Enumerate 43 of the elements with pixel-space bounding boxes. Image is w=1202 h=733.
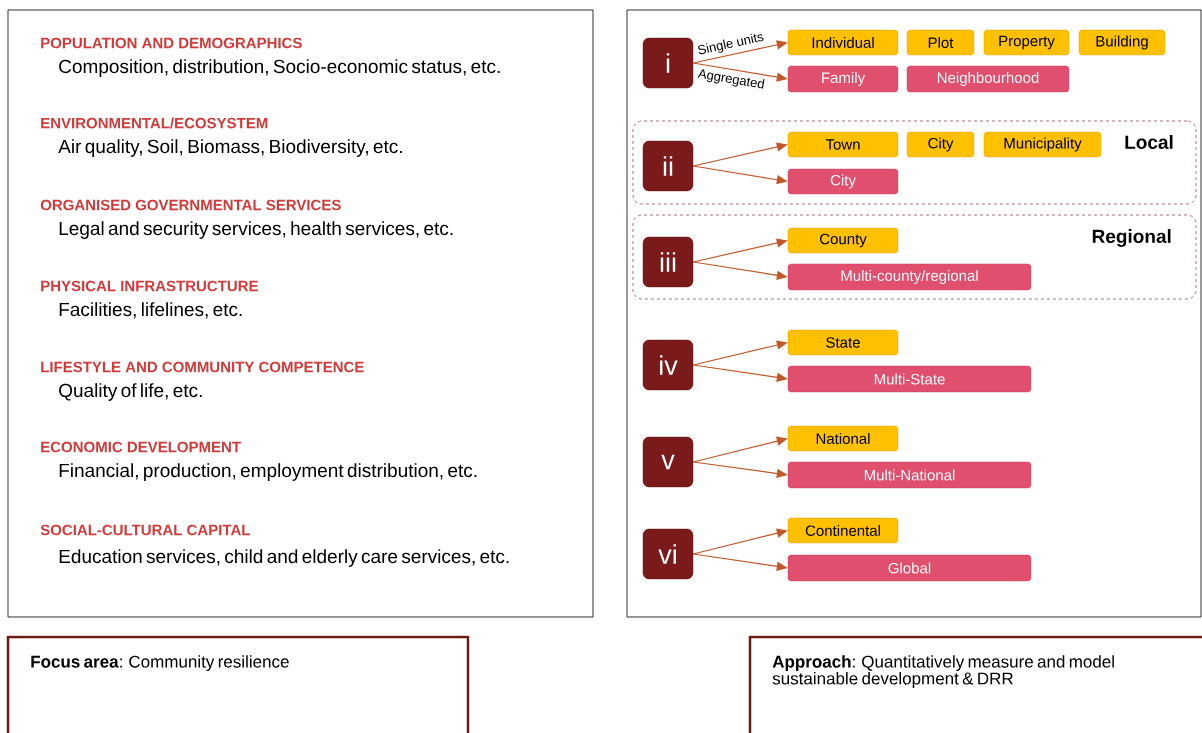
- label-box: Municipality: [983, 131, 1102, 158]
- label-box: Neighbourhood: [906, 65, 1070, 93]
- category-description: Legal and security services, health services, etc.: [59, 221, 453, 239]
- label-box: County: [787, 227, 899, 254]
- category-heading: LIFESTYLE AND COMMUNITY COMPETENCE: [41, 361, 364, 373]
- label-box: Property: [983, 29, 1070, 56]
- label-box: Continental: [787, 517, 899, 544]
- label-box: Individual: [787, 29, 899, 56]
- label-box: Multi-National: [787, 461, 1032, 489]
- category-heading: ORGANISED GOVERNMENTAL SERVICES: [40, 199, 341, 211]
- category-description: Quality of life, etc.: [59, 383, 202, 401]
- edge-label: Aggregated: [695, 67, 767, 93]
- label-box: Multi-State: [787, 365, 1032, 393]
- category-heading: ECONOMIC DEVELOPMENT: [41, 441, 241, 453]
- label-box: State: [787, 329, 899, 356]
- label-box: Global: [787, 554, 1032, 582]
- numeral-box: iv: [642, 339, 694, 391]
- text-box: Focus area: Community resilience: [6, 635, 470, 733]
- label-box: Town: [787, 131, 899, 158]
- edge-label: Single units: [695, 30, 767, 59]
- numeral-box: v: [642, 436, 694, 488]
- numeral-box: iii: [642, 236, 694, 288]
- numeral-box: vi: [642, 528, 694, 580]
- category-heading: POPULATION AND DEMOGRAPHICS: [41, 37, 302, 49]
- category-heading: SOCIAL-CULTURAL CAPITAL: [40, 524, 250, 536]
- category-description: Financial, production, employment distribution, etc.: [59, 463, 477, 481]
- category-heading: PHYSICAL INFRASTRUCTURE: [41, 280, 258, 292]
- label-box: Family: [787, 65, 899, 93]
- text-box: Approach: Quantitatively measure and model sustainable development & DRR: [748, 635, 1202, 733]
- category-heading: ENVIRONMENTAL/ECOSYSTEM: [41, 117, 268, 129]
- label-box: City: [787, 168, 899, 195]
- category-description: Composition, distribution, Socio-economic status, etc.: [59, 59, 500, 77]
- label-box: Multi-county/regional: [787, 263, 1032, 291]
- numeral-box: i: [642, 37, 694, 89]
- label-box: National: [787, 425, 899, 452]
- label-box: Building: [1078, 29, 1166, 56]
- panel-box: [626, 9, 1202, 618]
- category-description: Facilities, lifelines, etc.: [59, 302, 242, 319]
- label-box: Plot: [906, 29, 975, 56]
- category-description: Education services, child and elderly care services, etc.: [59, 549, 509, 567]
- category-description: Air quality, Soil, Biomass, Biodiversity, etc.: [58, 139, 402, 157]
- label-box: City: [906, 131, 975, 158]
- numeral-box: ii: [642, 140, 694, 192]
